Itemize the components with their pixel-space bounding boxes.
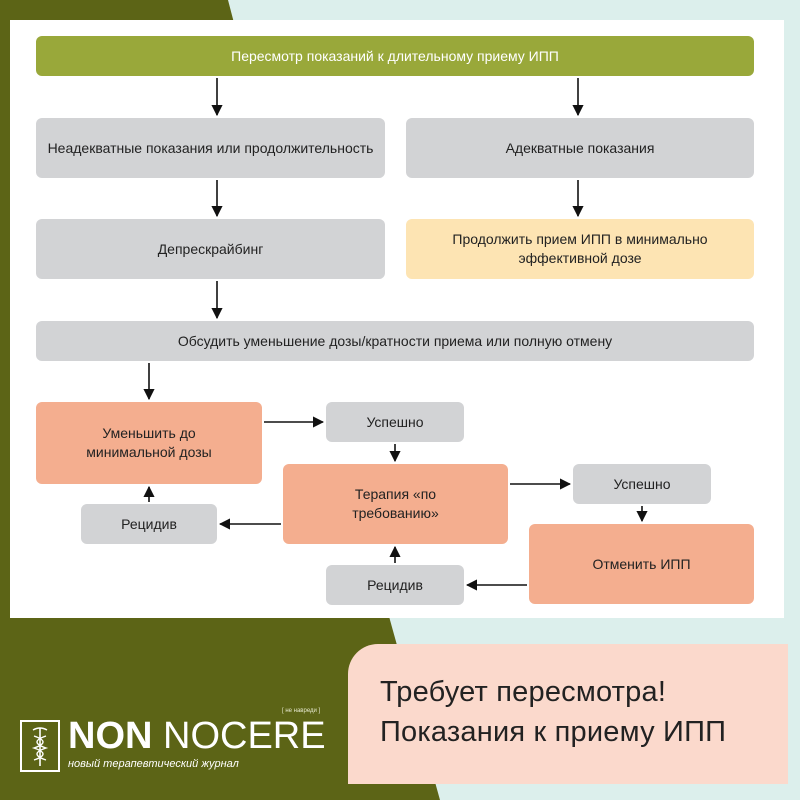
node-on-demand-therapy: Терапия «по требованию»	[283, 464, 508, 544]
node-discuss-reduction: Обсудить уменьшение дозы/кратности прием…	[36, 321, 754, 361]
headline-line-1: Требует пересмотра!	[380, 676, 667, 708]
logo-subtitle: новый терапевтический журнал	[68, 758, 239, 770]
node-continue-ppi: Продолжить прием ИПП в минимально эффект…	[406, 219, 754, 279]
node-relapse-2: Рецидив	[326, 565, 464, 605]
headline-banner: Требует пересмотра! Показания к приему И…	[348, 644, 788, 784]
logo-tagline: [ не навреди ]	[282, 708, 321, 714]
logo-name-bold: NON	[68, 715, 153, 757]
logo-name-regular: NOCERE	[163, 715, 326, 757]
node-reduce-dose: Уменьшить до минимальной дозы	[36, 402, 262, 484]
node-stop-ppi: Отменить ИПП	[529, 524, 754, 604]
node-review-indications: Пересмотр показаний к длительному приему…	[36, 36, 754, 76]
node-success-1: Успешно	[326, 402, 464, 442]
caduceus-icon	[20, 720, 60, 772]
headline-line-2: Показания к приему ИПП	[380, 716, 727, 748]
node-deprescribing: Депрескрайбинг	[36, 219, 385, 279]
node-success-2: Успешно	[573, 464, 711, 504]
logo-wordmark: NON NOCERE	[68, 716, 326, 756]
node-inadequate-indications: Неадекватные показания или продолжительн…	[36, 118, 385, 178]
node-relapse-1: Рецидив	[81, 504, 217, 544]
node-adequate-indications: Адекватные показания	[406, 118, 754, 178]
